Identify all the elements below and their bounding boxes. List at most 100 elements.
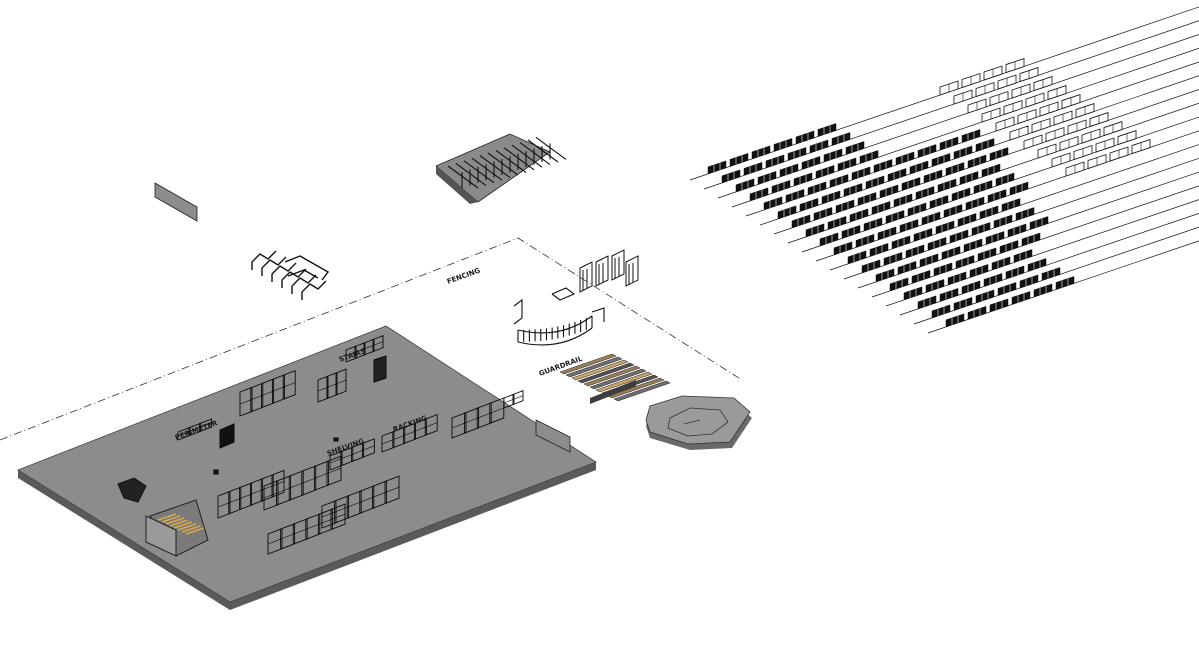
fence-panel[interactable] — [287, 269, 319, 279]
window-unit[interactable] — [909, 160, 929, 175]
gate-post[interactable] — [513, 298, 523, 325]
window-unit[interactable] — [951, 187, 971, 202]
window-unit[interactable] — [855, 234, 875, 248]
window-unit[interactable] — [945, 162, 965, 176]
window-unit[interactable] — [795, 130, 815, 145]
slab-components[interactable] — [117, 335, 524, 557]
gate-post[interactable] — [591, 307, 605, 322]
fence-panel[interactable] — [301, 280, 327, 293]
shelving-rack[interactable] — [361, 438, 375, 459]
window-unit[interactable] — [961, 280, 981, 295]
window-unit[interactable] — [809, 139, 829, 154]
window-unit[interactable] — [771, 180, 791, 194]
window-unit[interactable] — [831, 132, 851, 146]
equipment[interactable] — [117, 477, 147, 503]
window-unit[interactable] — [989, 298, 1009, 313]
window-unit[interactable] — [729, 153, 749, 167]
fence-panel[interactable] — [261, 256, 287, 269]
gate-post[interactable] — [551, 287, 576, 301]
window-unit[interactable] — [845, 141, 865, 155]
window-unit[interactable] — [961, 129, 981, 143]
window-unit[interactable] — [989, 147, 1009, 161]
window-unit[interactable] — [817, 123, 837, 137]
window-unit[interactable] — [865, 175, 885, 190]
window-unit[interactable] — [959, 171, 979, 185]
window-unit[interactable] — [995, 172, 1015, 187]
window-unit[interactable] — [955, 255, 975, 269]
window-unit[interactable] — [819, 232, 839, 247]
window-unit[interactable] — [925, 279, 945, 293]
window-unit[interactable] — [787, 147, 807, 161]
window-unit[interactable] — [919, 253, 939, 268]
window-frame[interactable] — [335, 368, 347, 396]
window-unit[interactable] — [813, 207, 833, 221]
window-unit[interactable] — [871, 201, 891, 215]
window-unit[interactable] — [1029, 216, 1049, 230]
stair-wall[interactable] — [145, 515, 177, 557]
window-unit[interactable] — [907, 202, 927, 217]
window-unit[interactable] — [843, 183, 863, 197]
window-unit[interactable] — [981, 163, 1001, 178]
window-unit[interactable] — [751, 145, 771, 160]
window-unit[interactable] — [763, 196, 783, 211]
window-unit[interactable] — [1007, 223, 1027, 238]
window-unit[interactable] — [975, 289, 995, 304]
window-unit[interactable] — [873, 159, 893, 173]
window-unit[interactable] — [895, 151, 915, 166]
material-bar[interactable] — [565, 356, 623, 378]
fence-panel[interactable] — [251, 250, 277, 263]
gate-frame[interactable] — [611, 249, 625, 281]
window-unit[interactable] — [1021, 232, 1041, 247]
window-unit[interactable] — [977, 247, 997, 262]
window-unit[interactable] — [799, 198, 819, 212]
window-unit[interactable] — [979, 205, 999, 220]
window-unit[interactable] — [735, 178, 755, 193]
window-unit[interactable] — [943, 204, 963, 218]
window-unit[interactable] — [941, 246, 961, 260]
marker[interactable] — [333, 437, 339, 442]
window-unit[interactable] — [913, 228, 933, 242]
window-unit[interactable] — [983, 273, 1003, 287]
material-bar[interactable] — [577, 362, 635, 384]
fence-panel[interactable] — [284, 255, 330, 281]
perimeter-section[interactable] — [199, 418, 213, 433]
window-unit[interactable] — [841, 225, 861, 239]
window-unit[interactable] — [827, 216, 847, 230]
window-unit[interactable] — [917, 295, 937, 310]
material-bar[interactable] — [607, 377, 665, 399]
window-unit[interactable] — [999, 240, 1019, 254]
window-unit[interactable] — [929, 195, 949, 209]
material-bar[interactable] — [571, 359, 629, 381]
window-unit[interactable] — [1041, 267, 1061, 281]
material-bar[interactable] — [595, 371, 653, 393]
window-unit[interactable] — [991, 256, 1011, 271]
window-unit[interactable] — [969, 264, 989, 278]
window-unit[interactable] — [875, 268, 895, 283]
window-unit[interactable] — [927, 237, 947, 251]
racking-bay[interactable] — [384, 475, 400, 505]
column[interactable] — [219, 423, 235, 449]
fence-panel[interactable] — [281, 268, 307, 281]
window-unit[interactable] — [903, 286, 923, 301]
shelving-rack[interactable] — [424, 413, 438, 436]
racking-bay[interactable] — [271, 469, 285, 498]
window-unit[interactable] — [773, 138, 793, 152]
window-unit[interactable] — [885, 210, 905, 224]
material-bar[interactable] — [583, 365, 641, 387]
floor-slab[interactable] — [17, 325, 597, 610]
window-unit[interactable] — [935, 220, 955, 235]
material-bar[interactable] — [559, 353, 617, 375]
window-unit[interactable] — [949, 229, 969, 244]
window-unit[interactable] — [1027, 258, 1047, 272]
window-unit[interactable] — [879, 184, 899, 199]
wall-panel[interactable] — [154, 182, 198, 222]
window-unit[interactable] — [947, 271, 967, 286]
window-unit[interactable] — [743, 162, 763, 176]
window-unit[interactable] — [777, 205, 797, 220]
window-unit[interactable] — [923, 169, 943, 184]
window-unit[interactable] — [1015, 207, 1035, 221]
window-unit[interactable] — [915, 186, 935, 200]
gate-frame[interactable] — [595, 255, 609, 287]
column[interactable] — [373, 355, 387, 383]
window-unit[interactable] — [721, 169, 741, 184]
